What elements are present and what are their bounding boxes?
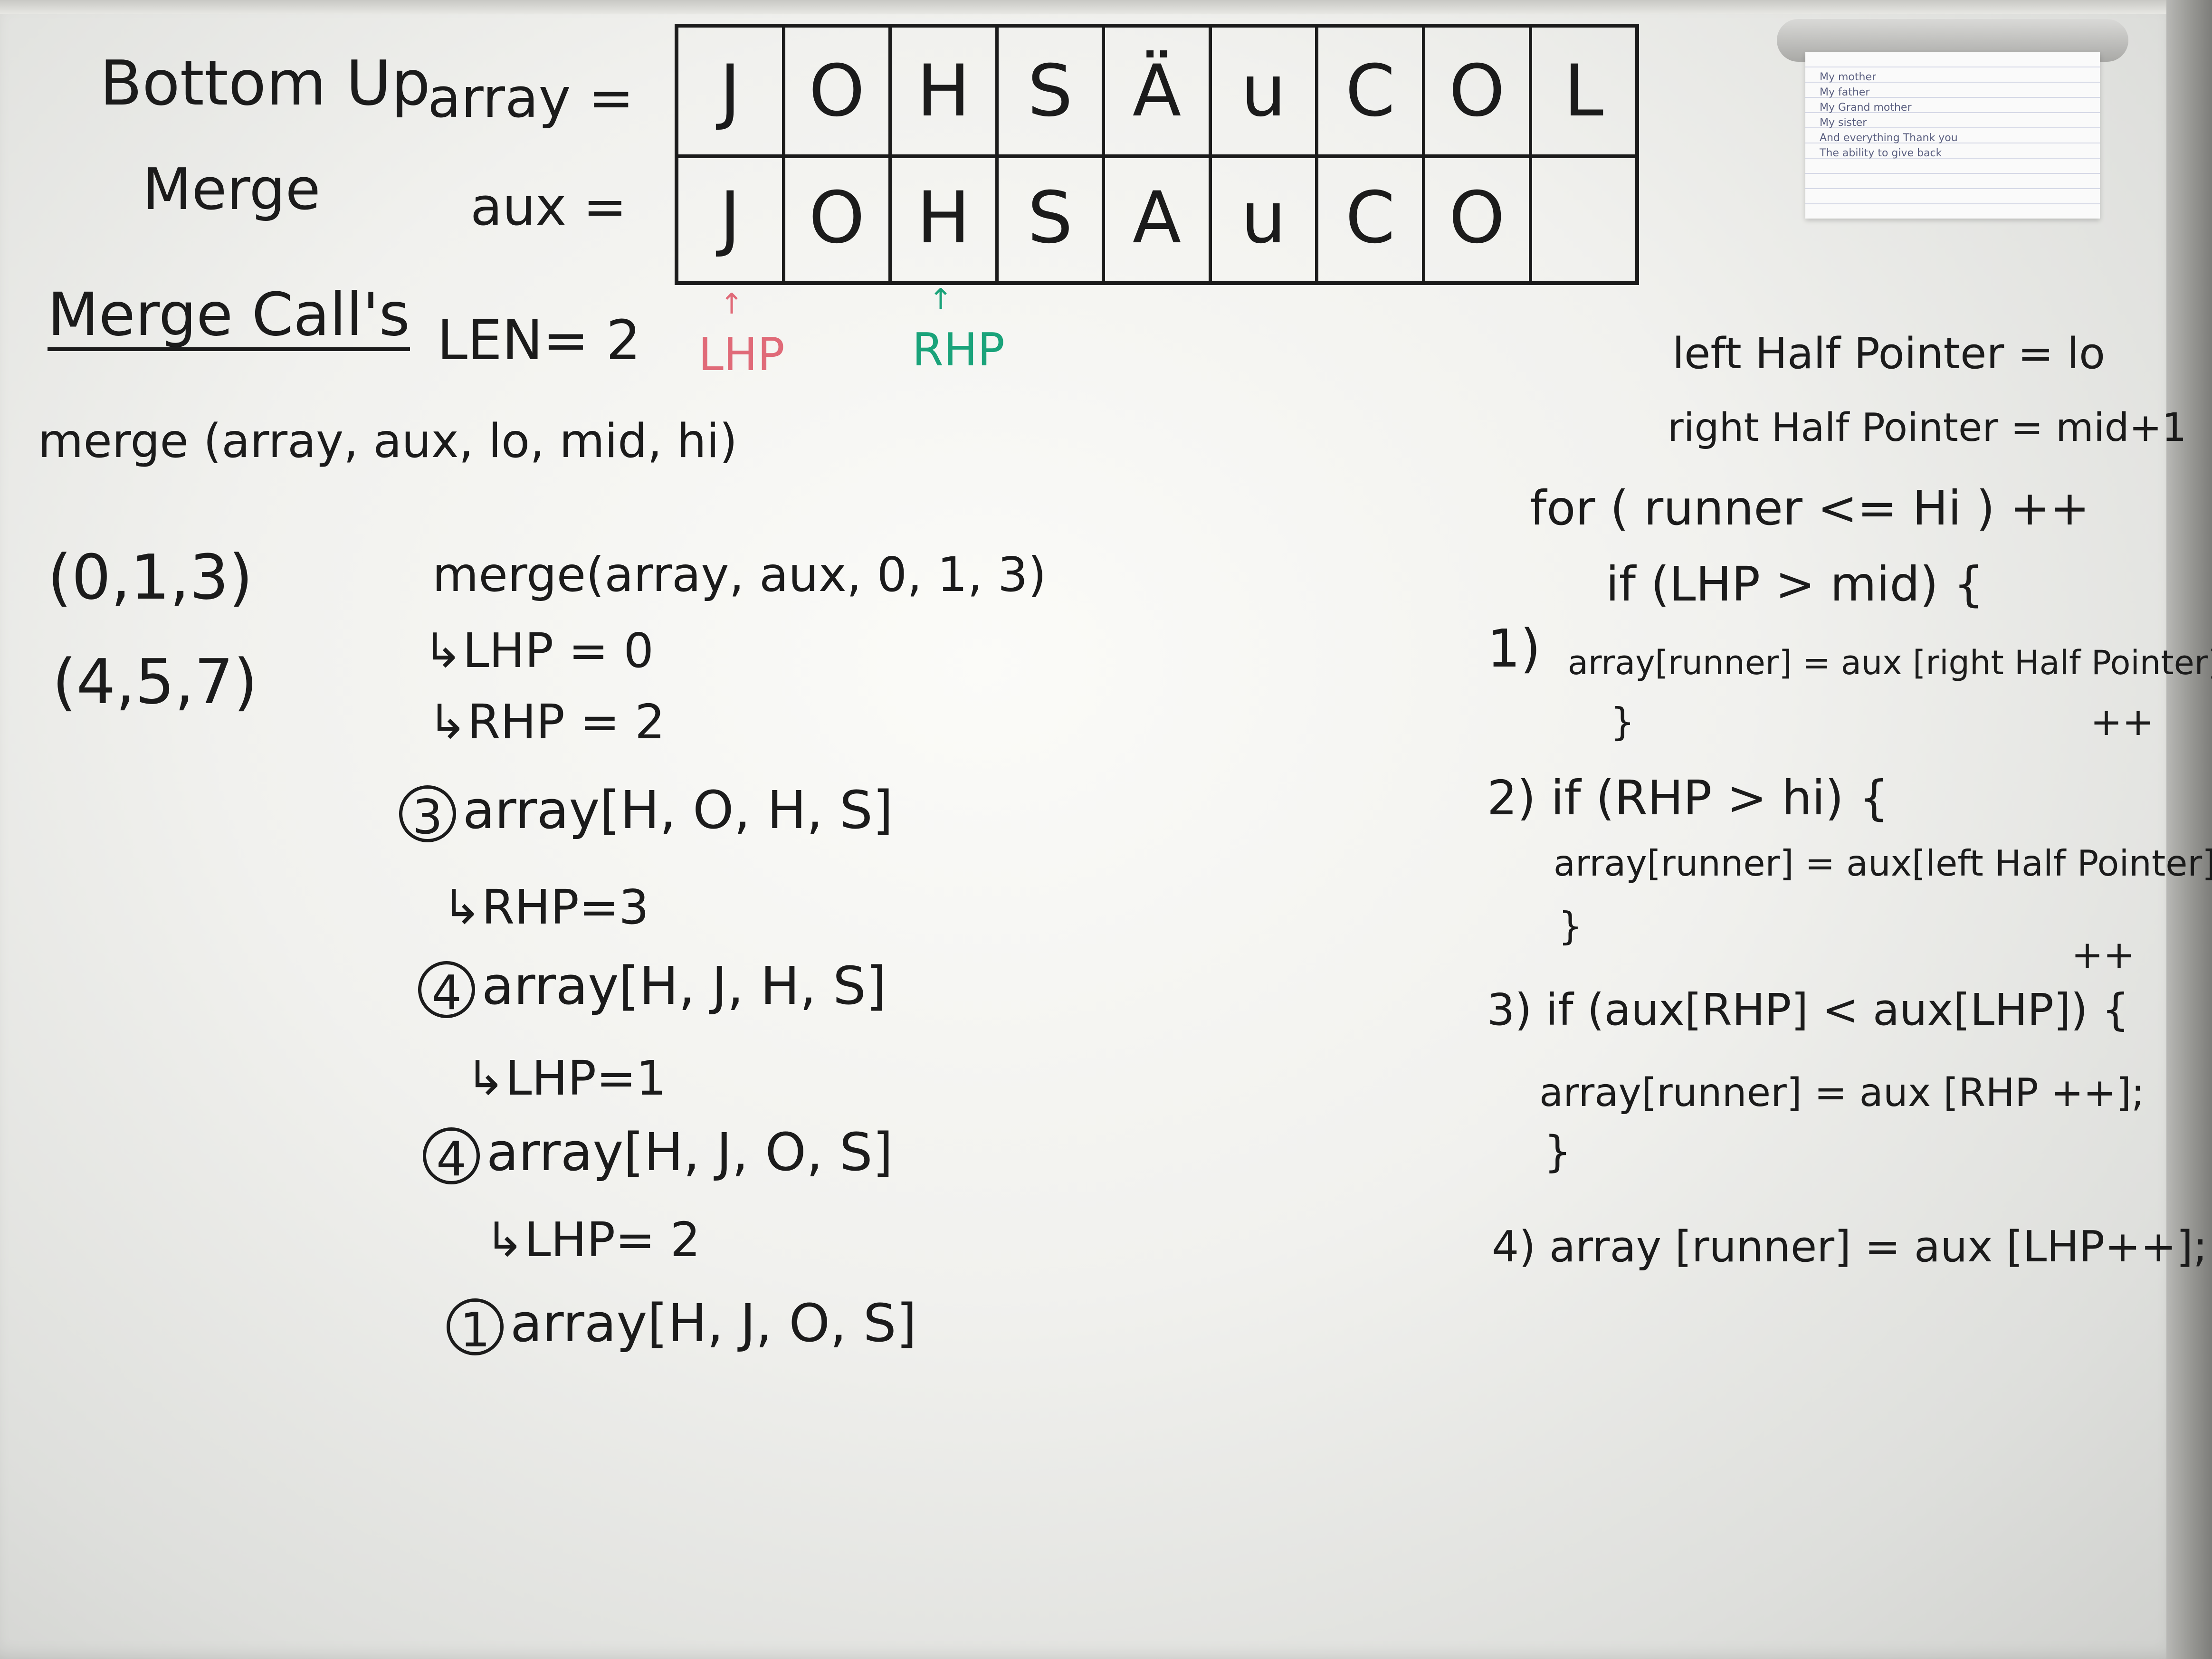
note-line: My sister (1820, 117, 1867, 129)
array-cell: S (999, 28, 1106, 154)
aux-cell: C (1318, 154, 1425, 281)
trace-step: ↳LHP= 2 (485, 1212, 701, 1268)
title-line-1: Bottom Up (100, 47, 430, 119)
array-state-text: array[H, J, H, S] (482, 955, 887, 1016)
note-line: My mother (1820, 71, 1877, 83)
aux-cell: S (999, 154, 1106, 281)
array-state-text: array[H, O, H, S] (463, 780, 893, 840)
aux-cell: O (785, 154, 892, 281)
code-init-right: right Half Pointer = mid+1 (1668, 405, 2187, 450)
code-case3-head: 3) if (aux[RHP] < aux[LHP]) { (1487, 984, 2130, 1035)
array-cell: Ä (1105, 28, 1212, 154)
array-cell: J (678, 28, 785, 154)
code-loop: for ( runner <= Hi ) ++ (1530, 480, 2090, 536)
merge-signature: merge (array, aux, lo, mid, hi) (38, 414, 738, 468)
array-cell: C (1318, 28, 1425, 154)
code-case3-close: } (1544, 1127, 1572, 1177)
array-cell: O (785, 28, 892, 154)
aux-cell: A (1105, 154, 1212, 281)
whiteboard-frame-top (0, 0, 2212, 14)
step-number-circle: 1 (447, 1298, 504, 1358)
array-row: J O H S Ä u C O L (678, 28, 1635, 158)
array-state-text: array[H, J, O, S] (510, 1293, 917, 1354)
code-case1-increment: ++ (2090, 700, 2155, 744)
aux-cell: O (1425, 154, 1532, 281)
merge-calls-heading: Merge Call's (48, 285, 410, 351)
rhp-pointer-label: RHP (912, 324, 1005, 376)
rhp-arrow-icon: ↑ (929, 283, 953, 316)
aux-row: J O H S A u C O (678, 154, 1635, 281)
aux-cell (1532, 154, 1636, 281)
code-case2-body: array[runner] = aux[left Half Pointer] (1554, 842, 2212, 884)
sticky-note: My mother My father My Grand mother My s… (1805, 52, 2100, 219)
array-table: J O H S Ä u C O L J O H S A u C O (675, 24, 1639, 285)
title-line-2: Merge (143, 157, 321, 223)
array-label: array = (428, 67, 634, 130)
len-text: LEN= 2 (437, 309, 641, 372)
array-cell: H (892, 28, 999, 154)
array-state-text: array[H, J, O, S] (486, 1122, 893, 1182)
trace-step: ↳RHP=3 (442, 879, 649, 935)
code-case4: 4) array [runner] = aux [LHP++]; (1492, 1222, 2208, 1272)
code-case1-number: 1) (1487, 618, 1541, 679)
aux-cell: J (678, 154, 785, 281)
trace-merge-call: merge(array, aux, 0, 1, 3) (432, 547, 1047, 602)
step-number-circle: 4 (418, 961, 475, 1020)
lhp-arrow-icon: ↑ (720, 287, 744, 321)
note-line: And everything Thank you (1820, 132, 1958, 144)
trace-step: ↳LHP = 0 (423, 623, 654, 678)
note-line: My Grand mother (1820, 102, 1912, 114)
range-2: (4,5,7) (52, 646, 258, 718)
code-case2-close: } (1558, 904, 1583, 948)
code-case2-increment: ++ (2071, 933, 2136, 977)
array-cell: L (1564, 49, 1604, 133)
aux-cell: H (892, 154, 999, 281)
code-case1-head: if (LHP > mid) { (1606, 556, 1984, 612)
note-line: The ability to give back (1820, 147, 1942, 159)
aux-label: aux = (470, 176, 627, 237)
code-case1-close: } (1611, 700, 1635, 744)
code-case1-body: array[runner] = aux [right Half Pointer] (1568, 643, 2212, 682)
whiteboard-frame-right (2166, 0, 2212, 1659)
step-number-circle: 3 (399, 785, 456, 845)
trace-step: ↳LHP=1 (466, 1050, 667, 1106)
code-init-left: left Half Pointer = lo (1672, 329, 2106, 379)
step-number-circle: 4 (423, 1127, 480, 1187)
note-line: My father (1820, 86, 1870, 98)
code-case2-head: 2) if (RHP > hi) { (1487, 770, 1889, 826)
trace-step: ↳RHP = 2 (428, 694, 665, 750)
lhp-pointer-label: LHP (698, 329, 785, 381)
array-cell: u (1212, 28, 1319, 154)
range-1: (0,1,3) (48, 541, 253, 613)
array-cell: O (1425, 28, 1532, 154)
aux-cell: u (1212, 154, 1319, 281)
code-case3-body: array[runner] = aux [RHP ++]; (1539, 1070, 2145, 1116)
